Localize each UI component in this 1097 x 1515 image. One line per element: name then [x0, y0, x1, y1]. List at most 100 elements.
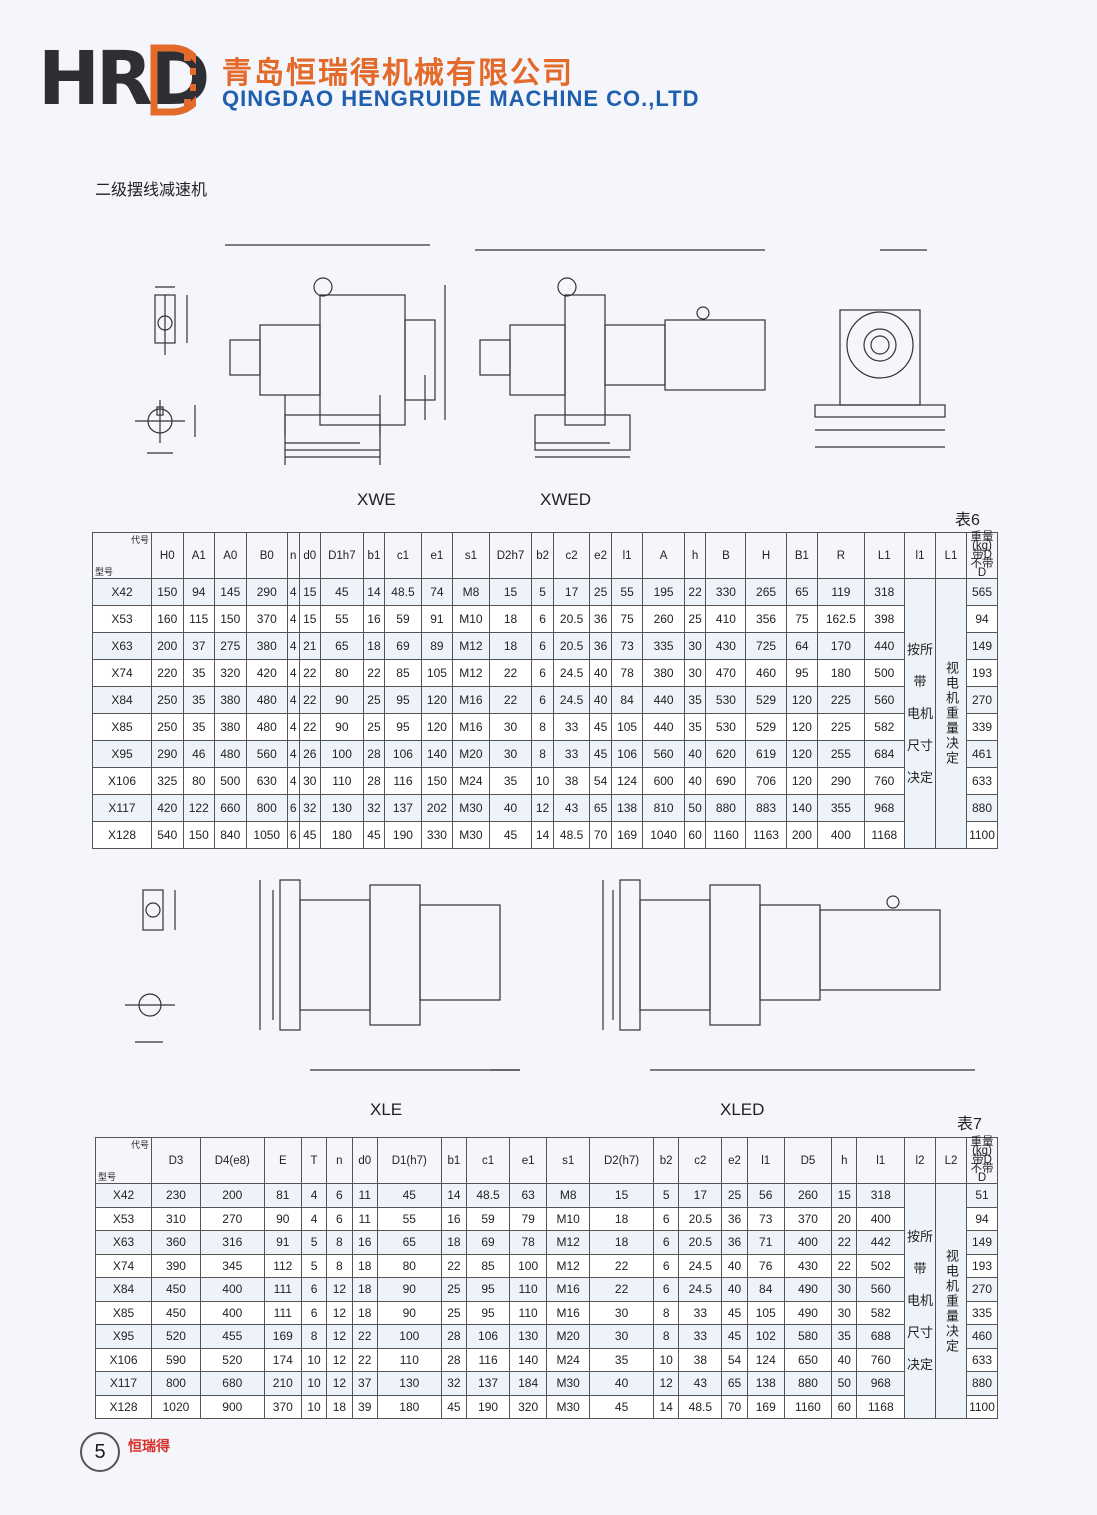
value-cell: 25 [683, 605, 707, 633]
value-cell: 345 [199, 1253, 265, 1278]
value-cell: 100 [509, 1253, 548, 1278]
value-cell: 430 [705, 632, 747, 660]
value-cell: 6 [531, 659, 554, 687]
value-cell: 8 [531, 740, 554, 768]
note-weight: 视电机重量决定 [935, 578, 967, 849]
value-cell: 6 [531, 632, 554, 660]
value-cell: 21 [298, 632, 322, 660]
value-cell: 400 [199, 1300, 265, 1325]
model-cell: X53 [92, 605, 152, 633]
column-header: L2 [935, 1137, 967, 1184]
value-cell: 190 [466, 1394, 511, 1419]
value-cell: 43 [552, 794, 591, 822]
value-cell: 490 [783, 1300, 833, 1325]
value-cell: 40 [683, 767, 707, 795]
value-cell: 84 [746, 1277, 785, 1302]
value-cell: 30 [589, 1300, 654, 1325]
model-cell: X74 [95, 1253, 152, 1278]
value-cell: 150 [182, 821, 215, 849]
value-cell: 40 [831, 1347, 858, 1372]
value-cell: M12 [546, 1253, 591, 1278]
model-cell: X95 [92, 740, 152, 768]
value-cell: 706 [745, 767, 787, 795]
value-cell: 59 [384, 605, 422, 633]
value-cell: 130 [509, 1324, 548, 1349]
value-cell: 530 [705, 686, 747, 714]
value-cell: 124 [610, 767, 644, 795]
xled-drawing [602, 879, 975, 1071]
value-cell: 880 [705, 794, 747, 822]
value-cell: 8 [326, 1253, 353, 1278]
value-cell: 112 [263, 1253, 302, 1278]
value-cell: 490 [783, 1277, 833, 1302]
value-cell: 800 [151, 1371, 201, 1396]
value-cell: 660 [214, 794, 247, 822]
value-cell: 17 [678, 1183, 723, 1208]
value-cell: 130 [320, 794, 364, 822]
value-cell: 90 [320, 713, 364, 741]
value-cell: 150 [420, 767, 454, 795]
value-cell: 6 [300, 1277, 328, 1302]
company-name-en: QINGDAO HENGRUIDE MACHINE CO.,LTD [222, 86, 700, 111]
value-cell: 90 [376, 1277, 442, 1302]
value-cell: 1040 [642, 821, 685, 849]
model-cell: X106 [92, 767, 152, 795]
value-cell: 5 [652, 1183, 680, 1208]
model-cell: X53 [95, 1206, 152, 1231]
value-cell: 4 [287, 686, 300, 714]
value-cell: 6 [287, 821, 300, 849]
value-cell: 33 [552, 740, 591, 768]
value-cell: M12 [452, 659, 490, 687]
value-cell: 30 [589, 1324, 654, 1349]
value-cell: 18 [488, 605, 533, 633]
value-cell: 75 [785, 605, 819, 633]
value-cell: 290 [151, 740, 184, 768]
value-cell: 5 [300, 1230, 328, 1255]
value-cell: 880 [783, 1371, 833, 1396]
weight-cell: 270 [966, 1277, 998, 1302]
value-cell: 137 [384, 794, 422, 822]
value-cell: 18 [351, 1300, 378, 1325]
value-cell: M16 [452, 686, 490, 714]
value-cell: 14 [362, 578, 386, 606]
value-cell: 40 [589, 686, 612, 714]
value-cell: 6 [652, 1277, 680, 1302]
value-cell: 260 [783, 1183, 833, 1208]
value-cell: 270 [199, 1206, 265, 1231]
value-cell: 450 [151, 1277, 201, 1302]
value-cell: 32 [440, 1371, 468, 1396]
value-cell: 5 [531, 578, 554, 606]
value-cell: 8 [326, 1230, 353, 1255]
value-cell: 48.5 [552, 821, 591, 849]
value-cell: 105 [420, 659, 454, 687]
value-cell: 18 [440, 1230, 468, 1255]
value-cell: 480 [214, 740, 247, 768]
value-cell: 59 [466, 1206, 511, 1231]
value-cell: 105 [746, 1300, 785, 1325]
value-cell: 35 [589, 1347, 654, 1372]
value-cell: 20.5 [678, 1206, 723, 1231]
value-cell: M30 [452, 821, 490, 849]
value-cell: 78 [610, 659, 644, 687]
value-cell: 560 [863, 686, 906, 714]
value-cell: 16 [440, 1206, 468, 1231]
column-header: s1 [546, 1137, 591, 1184]
value-cell: M8 [546, 1183, 591, 1208]
value-cell: 130 [376, 1371, 442, 1396]
value-cell: 20.5 [552, 605, 591, 633]
value-cell: 25 [440, 1277, 468, 1302]
value-cell: 380 [214, 713, 247, 741]
value-cell: 55 [610, 578, 644, 606]
column-header: D1h7 [320, 532, 364, 579]
value-cell: 5 [300, 1253, 328, 1278]
value-cell: 48.5 [678, 1394, 723, 1419]
value-cell: 380 [245, 632, 288, 660]
value-cell: 71 [746, 1230, 785, 1255]
value-cell: 4 [287, 632, 300, 660]
value-cell: 4 [287, 740, 300, 768]
value-cell: 55 [320, 605, 364, 633]
value-cell: 84 [610, 686, 644, 714]
